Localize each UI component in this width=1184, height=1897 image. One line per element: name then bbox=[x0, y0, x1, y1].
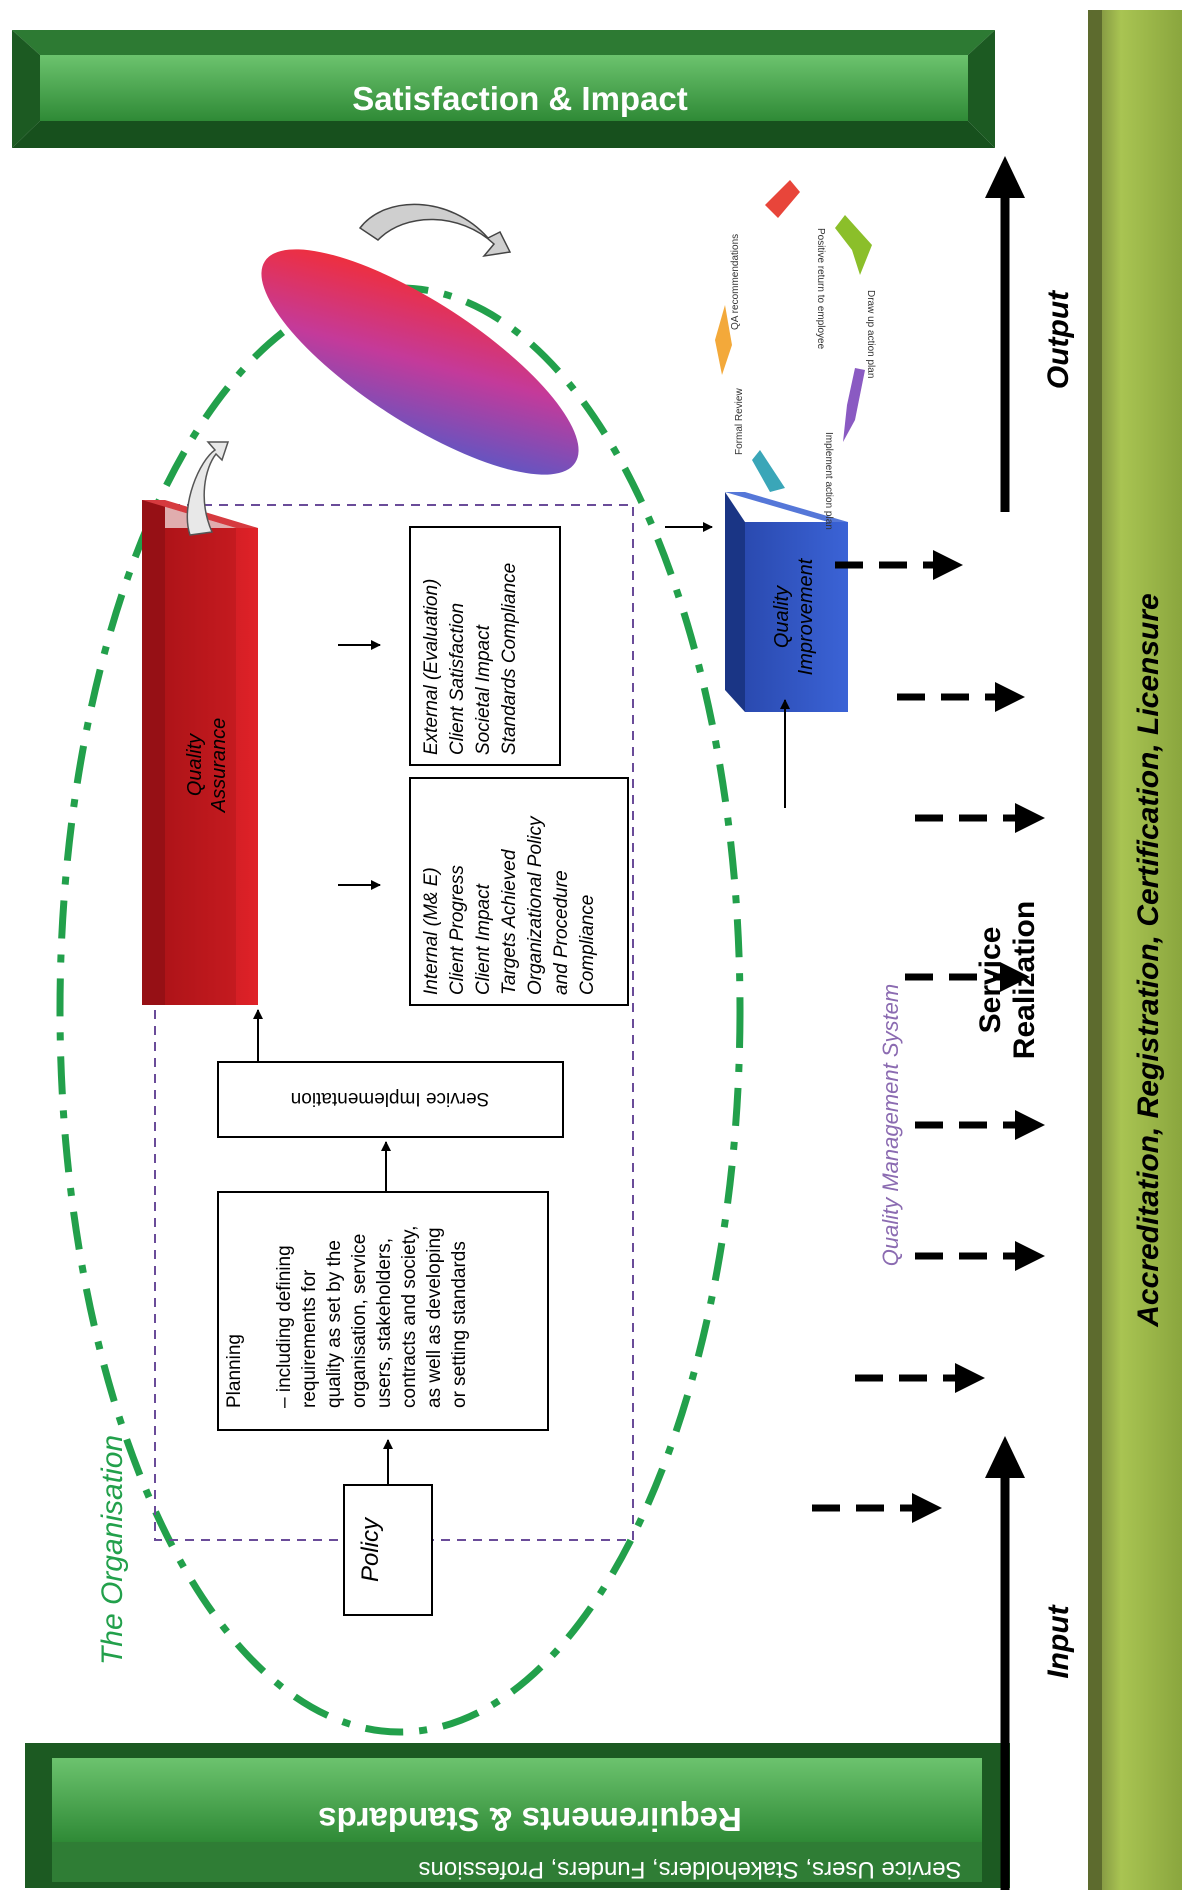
cycle-arrow-orange bbox=[715, 305, 732, 375]
external-evaluation-text: External (Evaluation) Client Satisfactio… bbox=[421, 563, 520, 755]
qa-line-2: Assurance bbox=[208, 718, 230, 814]
internal-line-7: Compliance bbox=[577, 895, 598, 995]
quality-assurance-label: Quality Assurance bbox=[184, 718, 230, 814]
internal-line-6: and Procedure bbox=[551, 870, 572, 995]
planning-box bbox=[217, 1191, 549, 1431]
top-curved-arrow bbox=[358, 203, 512, 258]
planning-line-1: Planning bbox=[224, 1334, 245, 1408]
qa-line-1: Quality bbox=[184, 733, 206, 796]
cycle-arrow-teal bbox=[752, 450, 785, 492]
quality-assurance-block bbox=[142, 500, 258, 1005]
accreditation-side-bar bbox=[1088, 10, 1182, 1890]
policy-box bbox=[343, 1484, 433, 1616]
cycle-step-draw-up-plan: Draw up action plan bbox=[865, 290, 876, 378]
cycle-step-formal-review: Formal Review bbox=[734, 388, 745, 455]
qms-label: Quality Management System bbox=[878, 984, 903, 1266]
input-arrowhead bbox=[985, 1436, 1025, 1478]
stakeholders-subtitle: Service Users, Stakeholders, Funders, Pr… bbox=[419, 1856, 962, 1883]
requirements-standards-title: Requirements & Standards bbox=[318, 1801, 742, 1838]
external-line-3: Societal Impact bbox=[473, 624, 494, 755]
quality-improvement-label: Quality Improvement bbox=[771, 557, 817, 675]
quality-improvement-block bbox=[725, 492, 848, 712]
planning-line-4: requirements for bbox=[299, 1269, 320, 1408]
planning-line-5: quality as set by the bbox=[324, 1240, 345, 1408]
internal-line-5: Organizational Policy bbox=[525, 815, 546, 995]
external-line-4: Standards Compliance bbox=[499, 563, 520, 755]
organisation-label: The Organisation bbox=[96, 1435, 129, 1665]
output-label: Output bbox=[1042, 289, 1075, 389]
service-realization-line-1: Service bbox=[974, 927, 1007, 1034]
cycle-step-implement-plan: Implement action plan bbox=[823, 432, 834, 530]
satisfaction-impact-bar bbox=[12, 30, 995, 148]
qi-line-1: Quality bbox=[771, 585, 793, 648]
policy-label: Policy bbox=[357, 1516, 384, 1582]
qa-curved-arrow bbox=[186, 441, 230, 536]
cycle-step-qa-recommendations: QA recommendations bbox=[730, 234, 741, 330]
cycle-arrow-red bbox=[765, 180, 800, 218]
planning-line-7: users, stakeholders, bbox=[374, 1238, 395, 1408]
external-line-2: Client Satisfaction bbox=[447, 603, 468, 755]
cycle-step-positive-return: Positive return to employee bbox=[815, 228, 826, 350]
satisfaction-impact-title: Satisfaction & Impact bbox=[352, 80, 688, 117]
input-label: Input bbox=[1042, 1603, 1075, 1678]
gradient-ellipse bbox=[261, 249, 579, 475]
planning-line-8: contracts and society, bbox=[399, 1226, 420, 1408]
planning-text: Planning – including defining requiremen… bbox=[224, 1226, 470, 1408]
internal-line-1: Internal (M& E) bbox=[421, 867, 442, 995]
planning-line-6: organisation, service bbox=[349, 1234, 370, 1408]
service-implementation-box bbox=[217, 1061, 564, 1138]
internal-me-box bbox=[409, 777, 629, 1006]
service-implementation-label: Service Implementation bbox=[291, 1088, 490, 1109]
planning-line-9: as well as developing bbox=[424, 1227, 445, 1408]
external-line-1: External (Evaluation) bbox=[421, 579, 442, 755]
cycle-arrow-purple bbox=[843, 368, 865, 442]
improvement-cycle bbox=[715, 180, 872, 492]
accreditation-label: Accreditation, Registration, Certificati… bbox=[1132, 593, 1165, 1327]
internal-me-text: Internal (M& E) Client Progress Client I… bbox=[421, 815, 598, 995]
output-arrowhead bbox=[985, 156, 1025, 198]
internal-line-2: Client Progress bbox=[447, 865, 468, 995]
planning-line-10: or setting standards bbox=[449, 1241, 470, 1408]
planning-line-3: – including defining bbox=[274, 1245, 295, 1408]
internal-line-3: Client Impact bbox=[473, 883, 494, 995]
service-realization-line-2: Realization bbox=[1008, 901, 1041, 1059]
cycle-arrow-green bbox=[835, 215, 872, 275]
qms-arrowheads bbox=[912, 550, 1045, 1523]
service-realization-label: Service Realization bbox=[974, 901, 1041, 1059]
requirements-standards-bar bbox=[25, 1743, 1010, 1888]
qms-dashed-arrows bbox=[812, 561, 1020, 1512]
external-evaluation-box bbox=[409, 526, 561, 766]
internal-line-4: Targets Achieved bbox=[499, 848, 520, 995]
qi-line-2: Improvement bbox=[795, 557, 817, 675]
